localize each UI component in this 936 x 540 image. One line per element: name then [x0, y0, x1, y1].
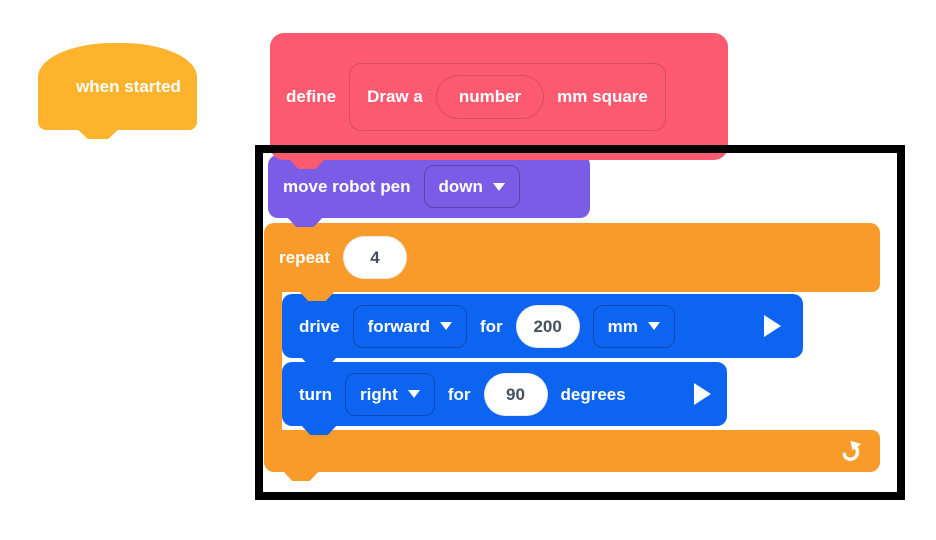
repeat-count-input[interactable]: 4 [343, 236, 408, 279]
chevron-down-icon [647, 322, 660, 330]
repeat-mouth-bump [298, 290, 336, 301]
number-parameter-label: number [458, 87, 522, 106]
define-bump [288, 158, 326, 169]
define-title-right: mm square [557, 87, 648, 106]
move-robot-pen-label: move robot pen [283, 177, 411, 196]
drive-direction-dropdown[interactable]: forward [352, 304, 467, 348]
drive-block-bump [300, 356, 338, 367]
turn-direction-value: right [360, 384, 398, 404]
drive-block[interactable]: drive forward for 200 mm [282, 294, 803, 358]
repeat-count-value: 4 [370, 248, 380, 267]
chevron-down-icon [439, 322, 452, 330]
drive-direction-value: forward [367, 316, 430, 336]
drive-unit-dropdown[interactable]: mm [592, 304, 675, 348]
loop-arrow-icon [842, 440, 862, 461]
play-icon[interactable] [764, 315, 781, 337]
define-title-left: Draw a [367, 87, 423, 106]
number-parameter[interactable]: number [435, 74, 545, 119]
turn-angle-value: 90 [506, 384, 525, 404]
chevron-down-icon [407, 390, 420, 398]
move-robot-pen-block[interactable]: move robot pen down [268, 155, 590, 218]
turn-for-label: for [447, 384, 471, 404]
turn-label: turn [299, 384, 333, 404]
define-keyword: define [286, 87, 337, 106]
play-icon[interactable] [694, 383, 711, 405]
repeat-label: repeat [279, 248, 331, 267]
drive-label: drive [299, 316, 340, 336]
repeat-block[interactable]: repeat 4 [264, 223, 880, 292]
repeat-block-footer[interactable] [264, 430, 880, 472]
drive-for-label: for [479, 316, 503, 336]
drive-distance-value: 200 [533, 316, 562, 336]
repeat-footer-bump [282, 470, 320, 481]
drive-distance-input[interactable]: 200 [515, 304, 580, 348]
when-started-label: when started [76, 77, 181, 96]
turn-unit-label: degrees [560, 384, 626, 404]
pen-direction-dropdown[interactable]: down [423, 165, 520, 208]
when-started-bump [76, 128, 120, 139]
drive-unit-value: mm [607, 316, 638, 336]
turn-direction-dropdown[interactable]: right [345, 372, 435, 416]
chevron-down-icon [492, 182, 505, 191]
pen-block-bump [286, 216, 324, 227]
turn-angle-input[interactable]: 90 [483, 372, 548, 416]
turn-block[interactable]: turn right for 90 degrees [282, 362, 727, 426]
define-block[interactable]: define Draw a number mm square [270, 33, 728, 160]
turn-block-bump [300, 424, 338, 435]
when-started-block[interactable]: when started [38, 43, 197, 130]
pen-direction-value: down [438, 177, 483, 196]
define-prototype[interactable]: Draw a number mm square [349, 62, 666, 131]
repeat-spine[interactable] [264, 288, 282, 434]
